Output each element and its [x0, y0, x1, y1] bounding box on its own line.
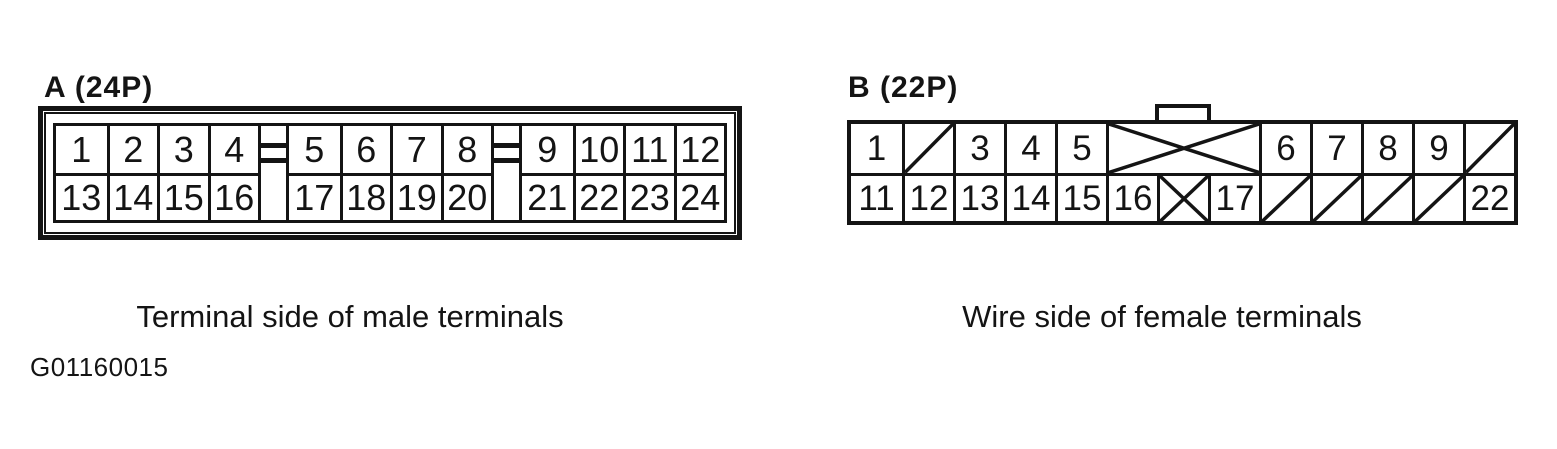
terminal-cell: 14	[106, 173, 157, 220]
connector-b-caption: Wire side of female terminals	[962, 299, 1362, 334]
keying-channel	[261, 123, 286, 223]
blocked-cell-cross	[1106, 124, 1259, 173]
connector-a-label: A (24P)	[44, 71, 154, 104]
terminal-cell: 7	[1310, 124, 1361, 173]
terminal-cell: 23	[623, 173, 674, 220]
terminal-cell: 12	[902, 172, 953, 221]
terminal-cell: 9	[1412, 124, 1463, 173]
blocked-cell-cross	[1157, 172, 1208, 221]
terminal-cell: 10	[572, 126, 624, 173]
terminal-cell: 9	[537, 128, 558, 170]
terminal-cell: 16	[207, 173, 258, 220]
terminal-cell: 1	[866, 128, 887, 168]
terminal-cell: 22	[1463, 172, 1514, 221]
blocked-cell-slash	[1412, 172, 1463, 221]
blocked-cell-slash	[1259, 172, 1310, 221]
terminal-cell: 17	[289, 173, 340, 220]
terminal-cell: 22	[572, 173, 623, 220]
keying-channel	[494, 123, 519, 223]
terminal-cell: 6	[339, 126, 391, 173]
connector-b-locking-tab	[1155, 104, 1211, 122]
connector-a-caption: Terminal side of male terminals	[136, 299, 564, 334]
blocked-cell-slash	[1463, 124, 1514, 173]
terminal-cell: 11	[851, 172, 902, 222]
terminal-cell: 24	[673, 173, 724, 220]
terminal-cell: 15	[157, 173, 208, 220]
terminal-cell: 2	[106, 126, 158, 173]
terminal-cell: 16	[1106, 172, 1157, 221]
terminal-cell: 13	[953, 172, 1004, 221]
terminal-cell: 14	[1004, 172, 1055, 221]
terminal-cell: 4	[1004, 124, 1055, 173]
terminal-cell: 6	[1259, 124, 1310, 173]
terminal-cell: 13	[56, 173, 107, 220]
keying-rib	[494, 158, 519, 163]
terminal-cell: 7	[390, 126, 441, 173]
terminal-cell: 19	[390, 173, 441, 220]
terminal-cell: 1	[71, 128, 92, 170]
blocked-cell-slash	[1310, 172, 1361, 221]
blocked-cell-slash	[1361, 172, 1412, 221]
terminal-cell: 20	[440, 173, 491, 220]
terminal-cell: 21	[522, 173, 573, 220]
terminal-cell: 8	[1361, 124, 1412, 173]
terminal-cell: 17	[1208, 172, 1259, 221]
terminal-cell: 15	[1055, 172, 1106, 221]
terminal-cell: 3	[953, 124, 1004, 173]
terminal-cell: 12	[673, 126, 725, 173]
connector-b-label: B (22P)	[848, 71, 959, 104]
terminal-cell: 18	[339, 173, 390, 220]
terminal-cell: 5	[304, 128, 325, 170]
terminal-cell: 4	[207, 126, 259, 173]
figure-code: G01160015	[30, 352, 169, 382]
terminal-cell: 3	[157, 126, 208, 173]
blocked-cell-slash	[902, 124, 953, 173]
keying-rib	[494, 143, 519, 148]
terminal-cell: 11	[623, 126, 674, 173]
keying-rib	[261, 158, 286, 163]
terminal-cell: 5	[1055, 124, 1106, 173]
terminal-cell: 8	[440, 126, 492, 173]
keying-rib	[261, 143, 286, 148]
